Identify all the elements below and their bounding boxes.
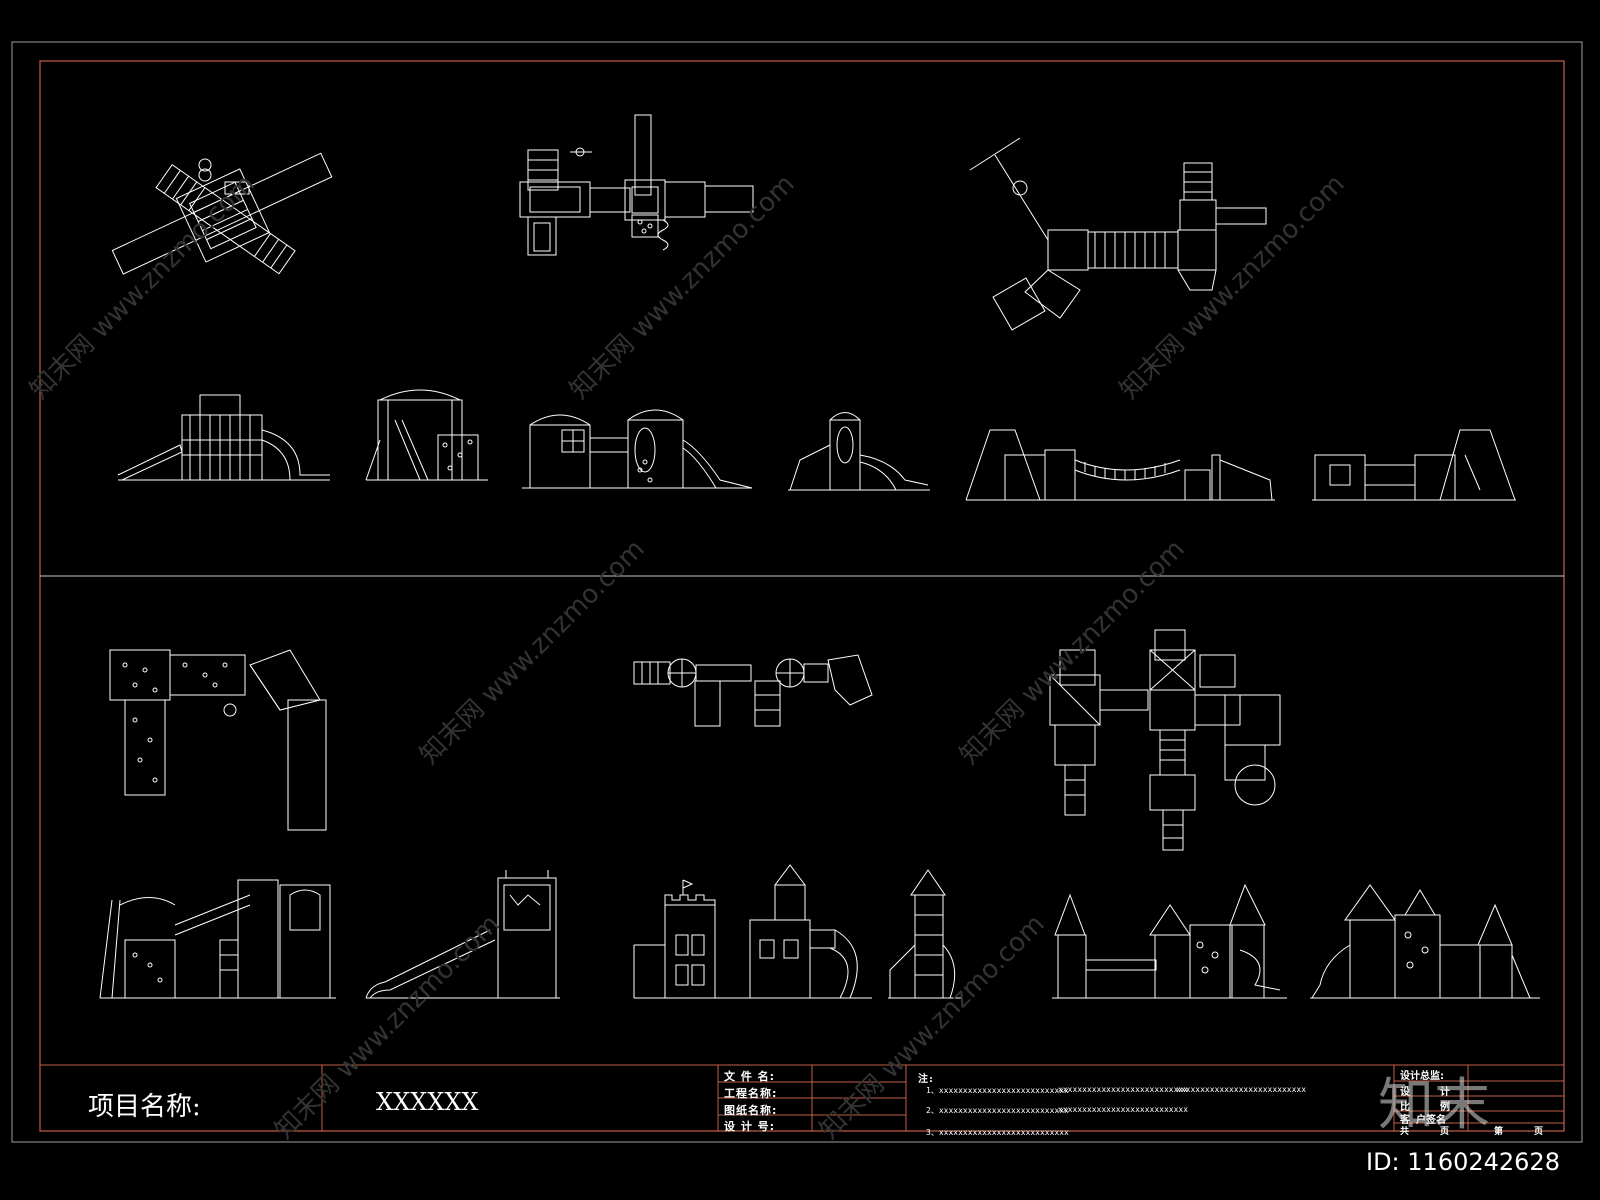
elevation-4: [788, 412, 930, 491]
design-number-label: 设 计 号:: [724, 1120, 776, 1133]
elevation-11-castle: [1052, 883, 1287, 999]
pages-label-a: 页: [1440, 1127, 1450, 1137]
plan-view-3: [969, 137, 1267, 331]
elevation-9-castle: [633, 864, 872, 999]
plan-view-1: [111, 152, 333, 275]
pages-label-b: 页: [1534, 1127, 1544, 1137]
scale-label-b: 例: [1440, 1102, 1450, 1113]
project-title-label: 工程名称:: [724, 1087, 778, 1100]
elevation-12-castle: [1310, 884, 1540, 999]
elevation-10-tower: [888, 869, 962, 999]
title-block: [40, 1064, 1564, 1131]
project-name-label: 项目名称:: [88, 1092, 201, 1122]
design-label-b: 计: [1440, 1087, 1450, 1098]
client-sign-label-b: 户签名: [1416, 1115, 1446, 1126]
plan-view-5: [633, 654, 873, 727]
client-sign-label-a: 客: [1400, 1115, 1410, 1126]
page-no-label: 第: [1494, 1127, 1504, 1137]
note-2b: xxxxxxxxxxxxxxxxxxxxxxxxxxx: [1058, 1105, 1189, 1114]
elevation-1: [117, 394, 330, 481]
design-director-label: 设计总监:: [1400, 1071, 1444, 1082]
plan-view-6: [1049, 629, 1281, 851]
outer-frame: [11, 41, 1583, 1143]
image-id-label: ID: 1160242628: [1366, 1148, 1560, 1176]
drawing-name-label: 图纸名称:: [724, 1104, 778, 1117]
notes-title: 注:: [918, 1074, 935, 1085]
note-1c: xxxxxxxxxxxxxxxxxxxxxxxxxxx: [1176, 1085, 1307, 1094]
plan-view-2: [519, 114, 754, 256]
scale-label-a: 比: [1400, 1102, 1410, 1113]
note-1b: xxxxxxxxxxxxxxxxxxxxxxxxxxx: [1058, 1085, 1189, 1094]
elevation-3: [522, 409, 753, 489]
total-label: 共: [1400, 1127, 1410, 1137]
inner-frame: [39, 60, 1565, 1132]
file-name-label: 文 件 名:: [724, 1070, 776, 1083]
note-1: 1、xxxxxxxxxxxxxxxxxxxxxxxxxxx: [926, 1086, 1069, 1095]
elevation-6: [1312, 429, 1516, 501]
elevation-2: [365, 389, 488, 481]
plan-view-4: [109, 649, 327, 831]
project-name-value: XXXXXX: [376, 1088, 479, 1116]
elevation-5: [965, 429, 1275, 501]
elevation-7: [99, 879, 336, 999]
elevation-8: [365, 870, 560, 999]
design-label-a: 设: [1400, 1087, 1410, 1098]
brand-logo: 知末: [1378, 1073, 1490, 1138]
note-2: 2、xxxxxxxxxxxxxxxxxxxxxxxxxxx: [926, 1106, 1069, 1115]
note-3: 3、xxxxxxxxxxxxxxxxxxxxxxxxxxx: [926, 1128, 1069, 1137]
